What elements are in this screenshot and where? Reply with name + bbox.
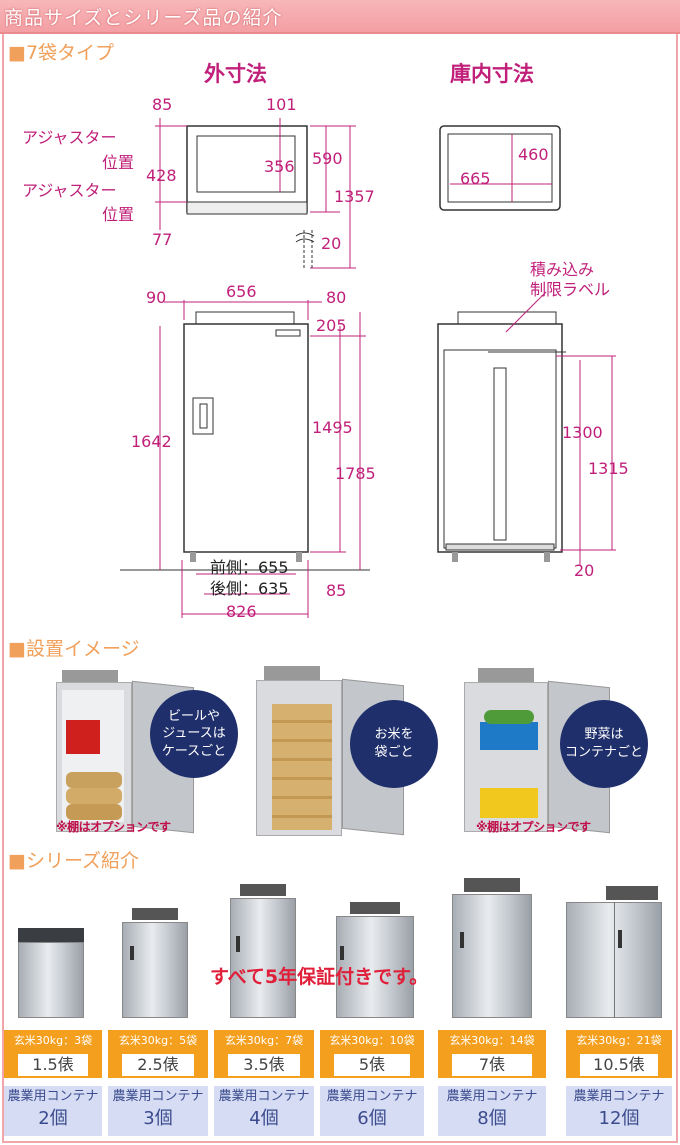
stack-label-line-1: 積み込み — [530, 260, 595, 279]
dim-826: 826 — [226, 602, 257, 621]
capacity-label: 玄米30kg：21袋 — [568, 1032, 670, 1050]
front-side-label: 前側：655 — [210, 558, 289, 577]
dim-101: 101 — [266, 95, 297, 114]
series-card-4: 玄米30kg：10袋 5俵 — [320, 1030, 424, 1078]
section-heading-install: ■設置イメージ — [8, 638, 140, 660]
section-heading-series: ■シリーズ紹介 — [8, 850, 140, 872]
container-label: 農業用コンテナ — [326, 1089, 418, 1104]
series-cabinet-3 — [18, 928, 84, 1020]
page-frame — [2, 34, 678, 1143]
container-label: 農業用コンテナ — [7, 1089, 99, 1104]
series-card-3: 玄米30kg：7袋 3.5俵 — [214, 1030, 314, 1078]
dim-1315: 1315 — [588, 459, 629, 478]
container-count: 12個 — [598, 1108, 640, 1129]
shelf-option-note-1: ※棚はオプションです — [56, 820, 171, 834]
dim-85: 85 — [152, 95, 173, 114]
container-card-4: 農業用コンテナ 6個 — [320, 1086, 424, 1136]
series-cabinet-5 — [122, 908, 188, 1020]
series-cabinet-10 — [336, 902, 414, 1020]
bales-value: 2.5俵 — [120, 1052, 196, 1078]
dim-85-base: 85 — [326, 581, 347, 600]
title-bar — [0, 0, 680, 34]
dim-90: 90 — [146, 288, 167, 307]
dim-1300: 1300 — [562, 423, 603, 442]
bales-value: 1.5俵 — [16, 1052, 90, 1078]
adjuster-label-1: アジャスター — [22, 128, 117, 147]
top-view-drawing — [155, 118, 561, 269]
dim-460: 460 — [518, 145, 549, 164]
bubble-vegetables: 野菜は コンテナごと — [560, 700, 648, 788]
position-label-2: 位置 — [102, 205, 135, 224]
dim-20-inner: 20 — [574, 561, 595, 580]
container-count: 4個 — [249, 1108, 279, 1129]
guarantee-text: すべて5年保証付きです。 — [210, 966, 429, 988]
container-card-3: 農業用コンテナ 4個 — [214, 1086, 314, 1136]
outer-dimensions-title: 外寸法 — [204, 62, 267, 86]
container-label: 農業用コンテナ — [112, 1089, 204, 1104]
container-card-6: 農業用コンテナ 12個 — [566, 1086, 672, 1136]
bales-value: 10.5俵 — [578, 1052, 660, 1078]
bubble-rice: お米を 袋ごと — [350, 700, 438, 788]
front-view-drawing — [120, 291, 616, 618]
series-card-5: 玄米30kg：14袋 7俵 — [438, 1030, 546, 1078]
dim-20-top: 20 — [321, 234, 342, 253]
capacity-label: 玄米30kg：10袋 — [322, 1032, 422, 1050]
position-label-1: 位置 — [102, 153, 135, 172]
dim-428: 428 — [146, 166, 177, 185]
bales-value: 3.5俵 — [226, 1052, 302, 1078]
container-count: 3個 — [143, 1108, 173, 1129]
install-photo-2: お米を 袋ごと — [250, 664, 450, 840]
dim-80: 80 — [326, 288, 347, 307]
dim-656: 656 — [226, 282, 257, 301]
capacity-label: 玄米30kg：3袋 — [6, 1032, 100, 1050]
dim-665: 665 — [460, 169, 491, 188]
dim-77: 77 — [152, 230, 173, 249]
install-photo-1: ビールや ジュースは ケースごと — [46, 664, 238, 836]
container-card-5: 農業用コンテナ 8個 — [438, 1086, 546, 1136]
series-cabinet-21 — [566, 886, 662, 1020]
container-count: 6個 — [357, 1108, 387, 1129]
rear-side-label: 後側：635 — [210, 579, 289, 598]
dim-356: 356 — [264, 157, 295, 176]
bales-value: 7俵 — [450, 1052, 534, 1078]
container-count: 2個 — [38, 1108, 68, 1129]
series-card-1: 玄米30kg：3袋 1.5俵 — [4, 1030, 102, 1078]
container-card-1: 農業用コンテナ 2個 — [4, 1086, 102, 1136]
capacity-label: 玄米30kg：5袋 — [110, 1032, 206, 1050]
dim-1495: 1495 — [312, 418, 353, 437]
series-card-6: 玄米30kg：21袋 10.5俵 — [566, 1030, 672, 1078]
install-photo-3: 野菜は コンテナごと — [456, 664, 656, 836]
series-card-2: 玄米30kg：5袋 2.5俵 — [108, 1030, 208, 1078]
dim-1785: 1785 — [335, 464, 376, 483]
dim-590: 590 — [312, 149, 343, 168]
container-label: 農業用コンテナ — [218, 1089, 310, 1104]
dim-205: 205 — [316, 316, 347, 335]
container-count: 8個 — [477, 1108, 507, 1129]
stack-label-line-2: 制限ラベル — [530, 280, 611, 299]
section-heading-model: ■7袋タイプ — [8, 42, 115, 64]
container-card-2: 農業用コンテナ 3個 — [108, 1086, 208, 1136]
capacity-label: 玄米30kg：14袋 — [440, 1032, 544, 1050]
bales-value: 5俵 — [332, 1052, 412, 1078]
dim-1357: 1357 — [334, 187, 375, 206]
inner-dimensions-title: 庫内寸法 — [450, 62, 534, 86]
series-cabinet-7 — [230, 884, 296, 1020]
bubble-beverages: ビールや ジュースは ケースごと — [150, 690, 238, 778]
page-title: 商品サイズとシリーズ品の紹介 — [4, 7, 283, 29]
dim-1642: 1642 — [131, 432, 172, 451]
capacity-label: 玄米30kg：7袋 — [216, 1032, 312, 1050]
container-label: 農業用コンテナ — [446, 1089, 538, 1104]
shelf-option-note-2: ※棚はオプションです — [476, 820, 591, 834]
container-label: 農業用コンテナ — [573, 1089, 665, 1104]
adjuster-label-2: アジャスター — [22, 181, 117, 200]
series-cabinet-14 — [452, 878, 532, 1020]
